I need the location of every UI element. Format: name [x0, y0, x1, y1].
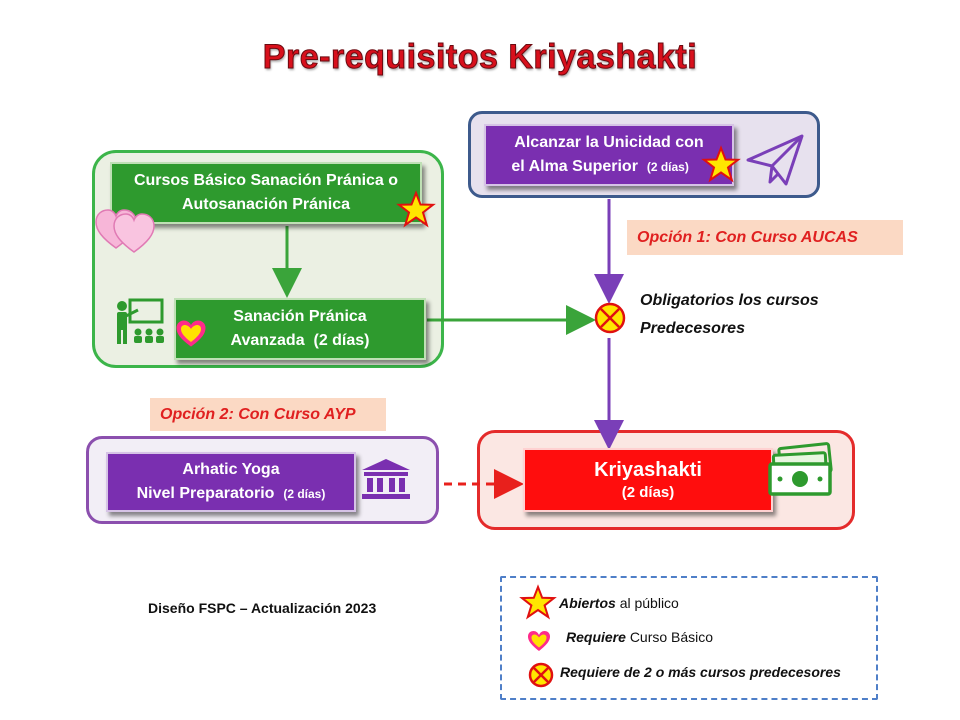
alcanzar-days: (2 días): [646, 160, 689, 174]
heart-icon: [528, 631, 550, 651]
sanacion-avanzada-days: (2 días): [313, 332, 370, 349]
sanacion-avanzada-line2: Avanzada: [230, 332, 305, 349]
legend-star-text: Abiertos al público: [559, 595, 679, 611]
arhatic-yoga-box: Arhatic Yoga Nivel Preparatorio (2 días): [106, 452, 356, 512]
cursos-basico-line2: Autosanación Pránica: [181, 196, 351, 213]
legend-heart-italic: Requiere: [566, 629, 626, 645]
temple-icon: [362, 459, 410, 499]
alcanzar-line1: Alcanzar la Unicidad con: [514, 134, 704, 151]
cursos-basico-line1: Cursos Básico Sanación Pránica o: [133, 172, 399, 189]
star-icon: [519, 584, 557, 620]
hearts-icon: [95, 209, 155, 253]
credit-text: Diseño FSPC – Actualización 2023: [148, 600, 377, 616]
arhatic-line2: Nivel Preparatorio: [136, 485, 275, 502]
money-icon: [768, 442, 833, 496]
arhatic-days: (2 días): [283, 487, 326, 501]
cross-circle-icon: [594, 302, 626, 334]
paper-plane-icon: [746, 134, 804, 186]
cross-circle-icon: [528, 662, 554, 688]
sanacion-avanzada-box: Sanación Pránica Avanzada (2 días): [174, 298, 426, 360]
cursos-basico-box: Cursos Básico Sanación Pránica o Autosan…: [110, 162, 422, 224]
legend-heart-text: Requiere Curso Básico: [566, 629, 713, 645]
kriyashakti-line1: Kriyashakti: [594, 459, 702, 481]
option1-label: Opción 1: Con Curso AUCAS: [627, 220, 903, 255]
legend-heart-rest: Curso Básico: [629, 629, 714, 645]
legend-cross-text: Requiere de 2 o más cursos predecesores: [560, 664, 841, 680]
option2-label: Opción 2: Con Curso AYP: [150, 398, 386, 431]
mandatory-note: Obligatorios los cursos Predecesores: [640, 287, 860, 343]
legend: [500, 576, 878, 700]
heart-icon: [176, 320, 206, 347]
arhatic-line1: Arhatic Yoga: [182, 461, 280, 478]
alcanzar-unicidad-box: Alcanzar la Unicidad con el Alma Superio…: [484, 124, 734, 186]
kriyashakti-box: Kriyashakti (2 días): [523, 448, 773, 512]
mandatory-note-line1: Obligatorios los cursos: [640, 292, 819, 309]
mandatory-note-line2: Predecesores: [640, 320, 745, 337]
legend-star-rest: al público: [619, 595, 679, 611]
legend-star-italic: Abiertos: [559, 595, 616, 611]
presentation-icon: [117, 298, 164, 344]
sanacion-avanzada-line1: Sanación Pránica: [233, 308, 367, 325]
page-title: Pre-requisitos Kriyashakti: [262, 38, 698, 77]
kriyashakti-days: (2 días): [621, 484, 675, 501]
star-icon: [396, 190, 436, 228]
alcanzar-line2: el Alma Superior: [511, 158, 638, 175]
star-icon: [701, 145, 741, 183]
